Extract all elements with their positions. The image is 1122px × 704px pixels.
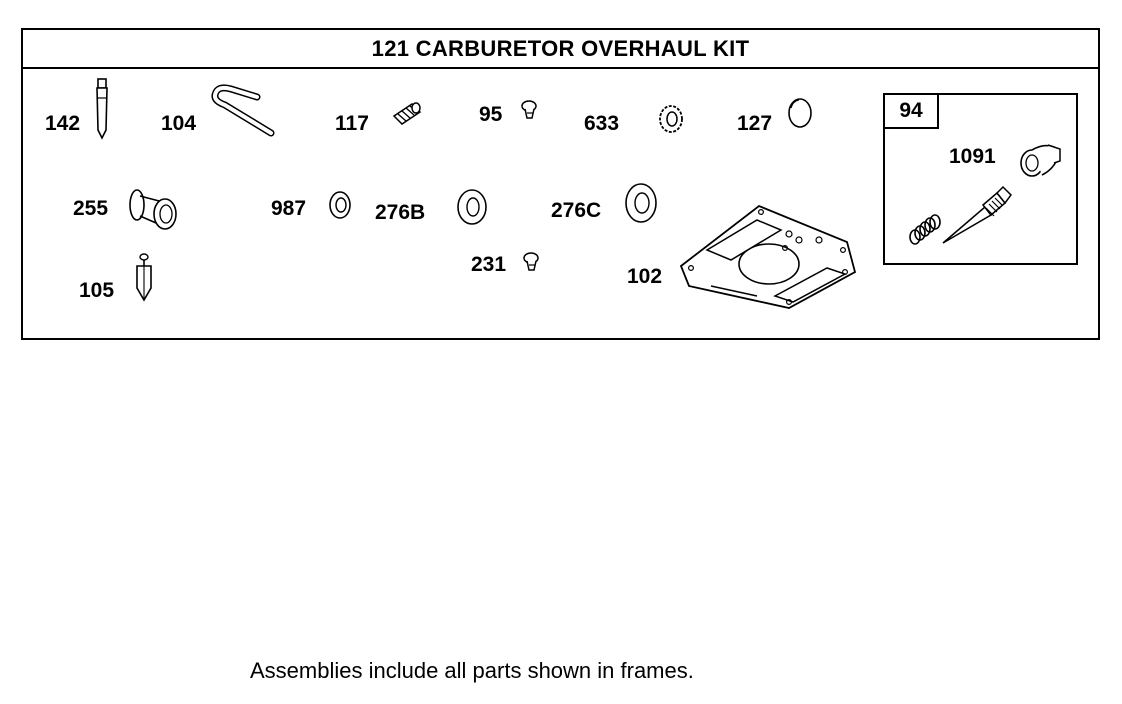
small-screw-icon: [519, 100, 541, 122]
part-label-1091: 1091: [949, 145, 996, 168]
pin-icon: [93, 78, 111, 140]
bushing-icon: [127, 188, 177, 232]
spring-icon: [907, 213, 943, 247]
bent-rod-icon: [211, 84, 277, 137]
part-label-142: 142: [45, 112, 81, 135]
part-label-105: 105: [79, 279, 115, 302]
washer-icon: [623, 182, 659, 224]
subassembly-frame: 94 1091: [883, 93, 1078, 265]
seal-ring-icon: [327, 190, 353, 220]
part-label-276C: 276C: [551, 199, 602, 222]
welch-plug-icon: [787, 96, 815, 130]
kit-title: 121 CARBURETOR OVERHAUL KIT: [23, 30, 1098, 69]
kit-frame: 121 CARBURETOR OVERHAUL KIT 142 104 117 …: [21, 28, 1100, 340]
part-label-102: 102: [627, 265, 663, 288]
washer-icon: [455, 188, 489, 226]
part-label-117: 117: [335, 112, 369, 135]
subassembly-ref: 94: [885, 95, 939, 129]
footnote: Assemblies include all parts shown in fr…: [250, 658, 694, 683]
part-label-127: 127: [737, 112, 773, 135]
part-label-104: 104: [161, 112, 197, 135]
part-label-95: 95: [479, 103, 503, 126]
knob-cap-icon: [1018, 139, 1064, 179]
part-label-633: 633: [584, 112, 620, 135]
part-label-231: 231: [471, 253, 507, 276]
needle-screw-icon: [939, 169, 1013, 249]
o-ring-icon: [657, 104, 687, 134]
part-label-987: 987: [271, 197, 307, 220]
part-label-255: 255: [73, 197, 109, 220]
gasket-icon: [677, 202, 859, 310]
part-label-276B: 276B: [375, 201, 426, 224]
screw-icon: [390, 100, 424, 128]
small-screw-icon: [521, 252, 543, 274]
needle-valve-icon: [134, 252, 156, 304]
